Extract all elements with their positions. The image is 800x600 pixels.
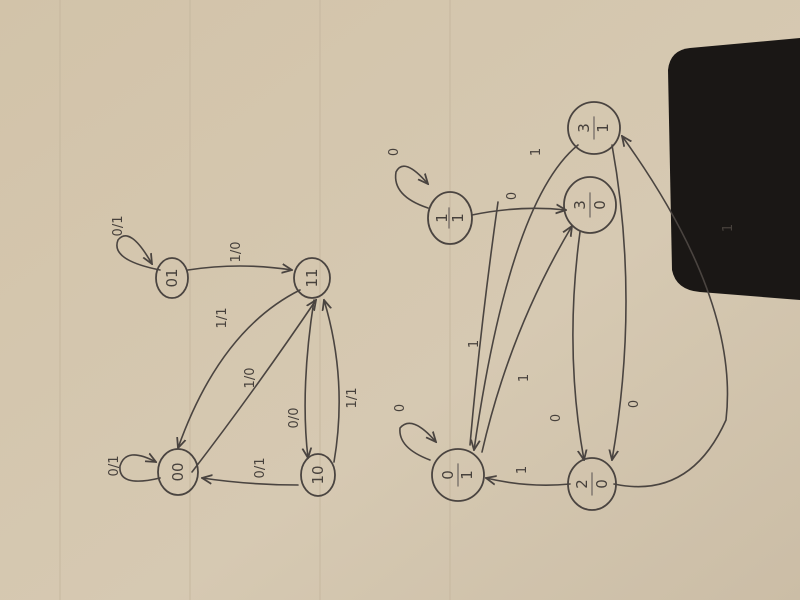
edge-label-self-01: 0 (393, 404, 408, 412)
edge-label-11-10: 0/0 (287, 408, 302, 429)
state-node-20 (567, 457, 617, 511)
edge-label-10-00: 0/1 (253, 458, 268, 479)
state-label-01: 01 (163, 268, 181, 287)
edge-label-31-01: 1 (529, 148, 544, 156)
edge-label-20-01: 1 (515, 466, 530, 474)
state-node-01 (155, 257, 189, 299)
edge-11-10 (305, 299, 315, 458)
state-20-out: 0 (593, 479, 611, 489)
state-node-00 (157, 448, 199, 496)
edge-self-1 (394, 165, 428, 209)
edge-self-01 (399, 422, 436, 461)
state-label-11: 11 (303, 268, 321, 287)
edge-31-01 (474, 144, 579, 450)
edge-label-1-30: 0 (505, 192, 520, 200)
edge-30-20 (572, 231, 584, 460)
edge-label-self-01: 0/1 (111, 216, 126, 237)
state-label-10: 10 (309, 465, 327, 484)
edge-00-11 (191, 300, 316, 473)
state-1-out: 1 (449, 213, 467, 223)
dark-shadow (668, 38, 800, 300)
state-20-num: 2 (573, 479, 591, 489)
edge-1-03 (469, 201, 499, 446)
state-31-num: 3 (575, 123, 593, 133)
edge-01-11 (187, 266, 292, 270)
edge-label-00-11: 1/0 (243, 368, 258, 389)
state-01-out: 1 (458, 470, 476, 480)
edge-label-1-03: 1 (467, 340, 482, 348)
edge-label-11-00: 1/1 (215, 308, 230, 329)
edge-label-self-00: 0/1 (107, 456, 122, 477)
edge-20-01 (486, 478, 571, 486)
state-node-31 (567, 101, 621, 155)
state-1-num: 1 (433, 213, 451, 223)
edge-11-00 (178, 289, 301, 448)
edge-20-31 (613, 136, 729, 488)
state-node-10 (300, 453, 336, 497)
state-node-30 (563, 176, 617, 234)
edge-1-30 (471, 208, 566, 216)
state-31-out: 1 (594, 123, 612, 133)
edge-self-01 (116, 235, 161, 271)
left-state-diagram: 01 11 00 10 0/1 1/0 1/1 1/0 0/1 0/1 0/0 … (107, 216, 360, 497)
state-node-01 (431, 448, 485, 502)
ruled-lines (59, 0, 451, 600)
edge-label-20-31: 1 (721, 224, 736, 232)
edge-label-01-30: 1 (517, 374, 532, 382)
edge-01-30 (481, 226, 572, 453)
edge-10-11 (324, 300, 340, 463)
edge-label-10-11: 1/1 (345, 388, 360, 409)
state-node-11 (293, 257, 331, 299)
edge-label-31-20: 0 (627, 400, 642, 408)
state-30-num: 3 (571, 200, 589, 210)
right-state-diagram: 1 1 3 1 3 0 0 1 2 0 0 0 1 0 1 1 0 1 0 1 (387, 101, 736, 511)
state-30-out: 0 (591, 200, 609, 210)
edge-31-20 (612, 144, 627, 460)
edge-label-30-20: 0 (549, 414, 564, 422)
state-label-00: 00 (169, 462, 187, 481)
state-01-num: 0 (439, 470, 457, 480)
edge-10-00 (202, 478, 299, 486)
edge-label-self-1: 0 (387, 148, 402, 156)
edge-label-01-11: 1/0 (229, 242, 244, 263)
edge-self-00 (119, 455, 161, 482)
state-node-1 (427, 191, 473, 245)
